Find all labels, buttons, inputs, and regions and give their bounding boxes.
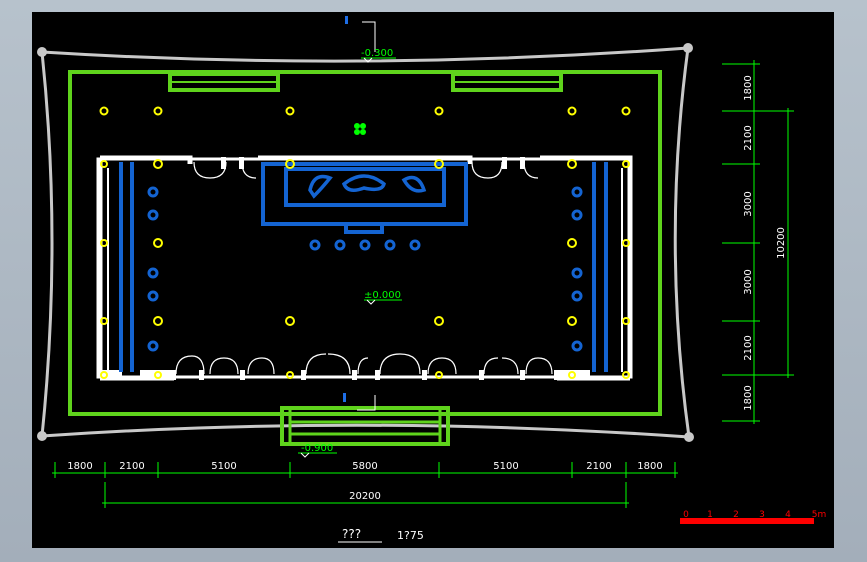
dimension-labels-horizontal: 1800 2100 5100 5800 5100 2100 1800 20200 — [67, 461, 662, 502]
svg-text:±0.000: ±0.000 — [364, 290, 401, 301]
fountain-jets — [147, 186, 583, 352]
svg-text:5800: 5800 — [352, 461, 377, 472]
pool-islands — [308, 174, 427, 199]
canopy-corner-br — [684, 432, 694, 442]
svg-text:3000: 3000 — [743, 191, 754, 216]
svg-text:???: ??? — [342, 527, 361, 541]
svg-text:5m: 5m — [812, 510, 827, 520]
elevation-center: ±0.000 — [364, 290, 402, 305]
svg-text:5100: 5100 — [211, 461, 236, 472]
elevation-top: -0.300 — [361, 48, 396, 63]
canopy-corner-tr — [683, 43, 693, 53]
elevation-bottom: -0.900 — [298, 443, 337, 458]
svg-text:1800: 1800 — [67, 461, 92, 472]
svg-text:2100: 2100 — [586, 461, 611, 472]
svg-text:4: 4 — [785, 510, 791, 520]
dimension-chain-horizontal — [52, 462, 678, 508]
terrace-outline — [68, 70, 662, 416]
plant-symbol — [354, 123, 366, 135]
svg-text:20200: 20200 — [349, 491, 381, 502]
section-marker-top — [345, 16, 376, 52]
building-walls — [96, 155, 633, 381]
svg-text:3: 3 — [759, 510, 765, 520]
svg-text:5100: 5100 — [493, 461, 518, 472]
svg-text:1800: 1800 — [743, 385, 754, 410]
svg-text:3000: 3000 — [743, 269, 754, 294]
svg-text:2100: 2100 — [119, 461, 144, 472]
light-fixtures — [99, 106, 631, 379]
canopy-corner-tl — [37, 47, 47, 57]
canopy-corner-bl — [37, 431, 47, 441]
scale-bar: 0 1 2 3 4 5m — [680, 510, 826, 524]
drawing-title: ??? 1?75 — [338, 527, 424, 543]
svg-text:0: 0 — [683, 510, 689, 520]
top-steps-left — [168, 72, 280, 92]
svg-text:1800: 1800 — [637, 461, 662, 472]
section-marker-bottom — [343, 393, 376, 411]
svg-text:2100: 2100 — [743, 335, 754, 360]
cad-canvas[interactable]: -0.300 ±0.000 -0.900 — [32, 12, 834, 548]
svg-text:1800: 1800 — [743, 75, 754, 100]
door-swings — [175, 161, 553, 375]
water-feature — [119, 162, 608, 372]
bottom-stairs — [280, 406, 450, 446]
svg-text:1?75: 1?75 — [397, 529, 424, 542]
top-steps-right — [451, 72, 563, 92]
svg-text:1: 1 — [707, 510, 713, 520]
svg-text:2100: 2100 — [743, 125, 754, 150]
floor-plan-drawing: -0.300 ±0.000 -0.900 — [37, 16, 826, 543]
svg-text:-0.900: -0.900 — [301, 443, 333, 454]
dimension-labels-vertical: 1800 2100 3000 3000 2100 1800 10200 — [743, 75, 787, 410]
svg-text:10200: 10200 — [776, 227, 787, 259]
svg-text:-0.300: -0.300 — [361, 48, 393, 59]
dimension-chain-vertical — [722, 60, 794, 424]
svg-text:2: 2 — [733, 510, 739, 520]
